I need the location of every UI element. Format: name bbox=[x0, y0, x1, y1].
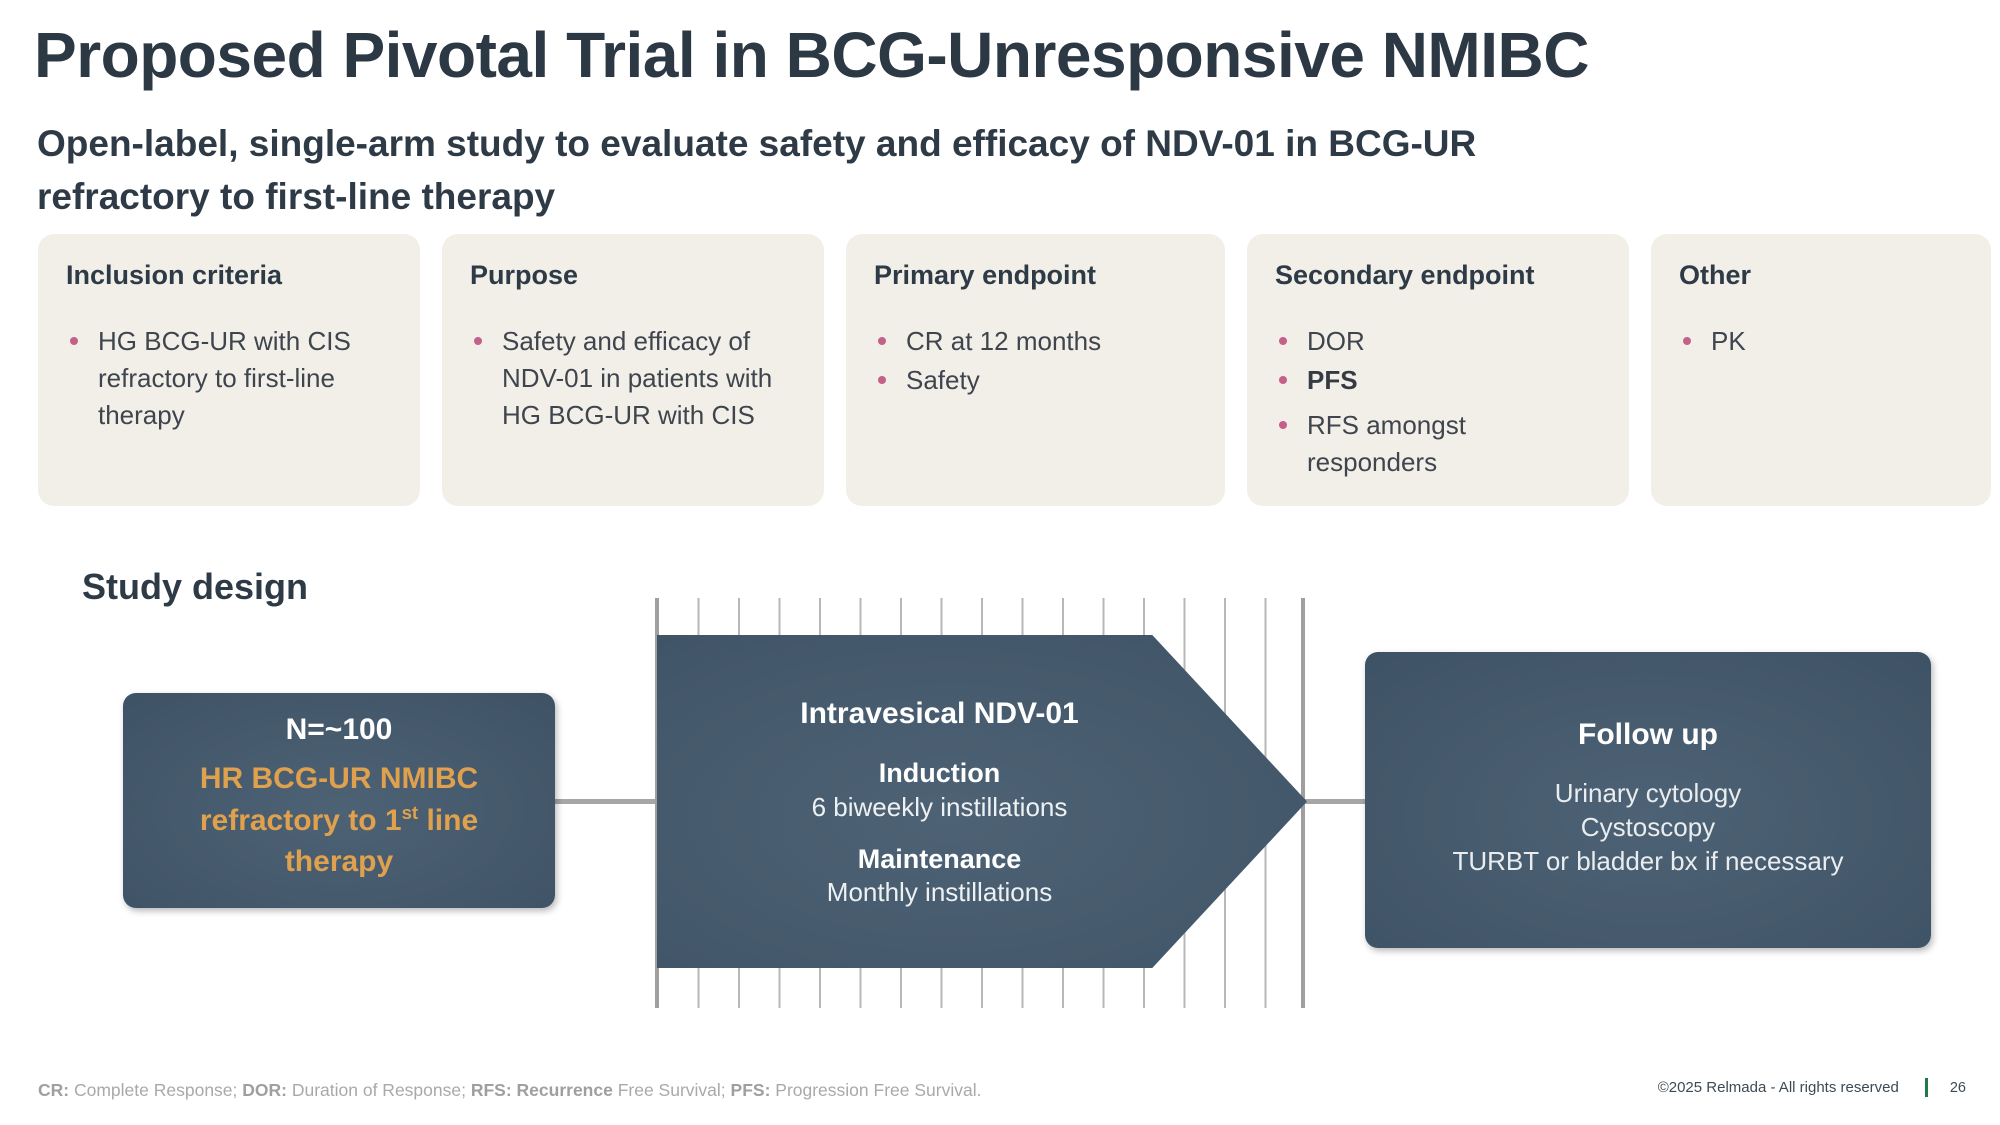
bullet-item: CR at 12 months bbox=[874, 323, 1197, 360]
bullet-text: Safety and efficacy of NDV-01 in patient… bbox=[502, 326, 773, 430]
bullet-item: PK bbox=[1679, 323, 1963, 360]
footer-right: ©2025 Relmada - All rights reserved 26 bbox=[1658, 1078, 1966, 1097]
card-title: Secondary endpoint bbox=[1275, 260, 1535, 290]
subtitle-line-2: refractory to first-line therapy bbox=[37, 175, 556, 217]
card-primary-endpoint: Primary endpoint CR at 12 months Safety bbox=[846, 234, 1225, 506]
bullet-text: PK bbox=[1711, 326, 1746, 356]
population-n-label: N=~100 bbox=[285, 713, 393, 746]
bullet-item: HG BCG-UR with CIS refractory to first-l… bbox=[66, 323, 392, 434]
population-desc-text: HR BCG-UR NMIBC refractory to 1 bbox=[199, 762, 479, 837]
connector-line-right bbox=[1305, 799, 1369, 804]
follow-up-line: TURBT or bladder bx if necessary bbox=[1452, 846, 1844, 876]
bullet-dot bbox=[1279, 375, 1287, 384]
footer-copyright: ©2025 Relmada - All rights reserved bbox=[1657, 1079, 1899, 1096]
bullet-dot bbox=[474, 337, 482, 345]
subtitle-line-1: Open-label, single-arm study to evaluate… bbox=[37, 123, 1477, 164]
abbr-definition: Progression Free Survival. bbox=[770, 1080, 982, 1100]
page-number: 26 bbox=[1949, 1079, 1966, 1096]
study-design-heading: Study design bbox=[82, 566, 309, 607]
bullet-text: Safety bbox=[906, 364, 980, 395]
criteria-cards-row: Inclusion criteria HG BCG-UR with CIS re… bbox=[38, 234, 1991, 506]
maintenance-detail: Monthly instillations bbox=[826, 877, 1053, 908]
bullet-item: DOR bbox=[1275, 323, 1601, 360]
abbr-definition: Duration of Response; bbox=[286, 1080, 471, 1100]
bullet-text: CR at 12 months bbox=[906, 326, 1102, 356]
card-inclusion-criteria: Inclusion criteria HG BCG-UR with CIS re… bbox=[38, 234, 420, 506]
bullet-text: DOR bbox=[1307, 326, 1365, 356]
abbr-term: DOR: bbox=[242, 1080, 287, 1100]
population-desc-text-tail: line therapy bbox=[284, 803, 479, 878]
card-other: Other PK bbox=[1651, 234, 1991, 506]
bullet-item: PFS bbox=[1275, 362, 1601, 399]
card-secondary-endpoint: Secondary endpoint DOR PFS RFS amongst r… bbox=[1247, 234, 1629, 506]
population-box: N=~100 HR BCG-UR NMIBC refractory to 1st… bbox=[123, 693, 555, 908]
abbr-term: PFS: bbox=[730, 1080, 771, 1100]
follow-up-box: Follow up Urinary cytology Cystoscopy TU… bbox=[1365, 652, 1931, 948]
induction-label: Induction bbox=[878, 758, 1001, 788]
abbr-term: CR: bbox=[38, 1080, 70, 1100]
abbr-definition: Complete Response; bbox=[69, 1080, 243, 1100]
follow-up-line: Urinary cytology bbox=[1554, 778, 1742, 808]
bullet-text: PFS bbox=[1307, 364, 1358, 395]
treatment-title: Intravesical NDV-01 bbox=[800, 697, 1079, 730]
bullet-dot bbox=[878, 337, 886, 345]
bullet-dot bbox=[70, 337, 78, 345]
treatment-arrow-content: Intravesical NDV-01 Induction 6 biweekly… bbox=[727, 635, 1152, 968]
bullet-item: Safety bbox=[874, 362, 1197, 399]
abbr-definition: Free Survival; bbox=[612, 1080, 731, 1100]
ordinal-superscript: st bbox=[401, 801, 419, 823]
footer-abbreviations: CR: Complete Response; DOR: Duration of … bbox=[38, 1080, 981, 1101]
bullet-dot bbox=[1279, 420, 1287, 429]
bullet-item: Safety and efficacy of NDV-01 in patient… bbox=[470, 323, 796, 434]
bullet-dot bbox=[878, 375, 886, 384]
bullet-item: RFS amongst responders bbox=[1275, 407, 1601, 481]
follow-up-line: Cystoscopy bbox=[1580, 812, 1716, 842]
follow-up-title: Follow up bbox=[1578, 718, 1718, 751]
bullet-text: RFS amongst responders bbox=[1307, 409, 1466, 477]
population-description: HR BCG-UR NMIBC refractory to 1st line t… bbox=[161, 759, 517, 882]
abbr-term: RFS: Recurrence bbox=[470, 1080, 613, 1100]
card-title: Primary endpoint bbox=[874, 260, 1097, 290]
treatment-arrow: Intravesical NDV-01 Induction 6 biweekly… bbox=[657, 635, 1307, 968]
card-title: Purpose bbox=[470, 260, 579, 290]
footer-divider-bar bbox=[1924, 1078, 1928, 1097]
bullet-dot bbox=[1279, 337, 1287, 345]
maintenance-label: Maintenance bbox=[857, 843, 1022, 874]
card-title: Other bbox=[1679, 260, 1752, 290]
card-purpose: Purpose Safety and efficacy of NDV-01 in… bbox=[442, 234, 824, 506]
card-title: Inclusion criteria bbox=[66, 260, 283, 290]
connector-line-left bbox=[553, 799, 657, 804]
bullet-text: HG BCG-UR with CIS refractory to first-l… bbox=[98, 326, 351, 430]
page-title: Proposed Pivotal Trial in BCG-Unresponsi… bbox=[34, 19, 1589, 91]
bullet-dot bbox=[1683, 337, 1691, 345]
induction-detail: 6 biweekly instillations bbox=[811, 791, 1068, 822]
slide-subtitle: Open-label, single-arm study to evaluate… bbox=[37, 118, 1476, 223]
